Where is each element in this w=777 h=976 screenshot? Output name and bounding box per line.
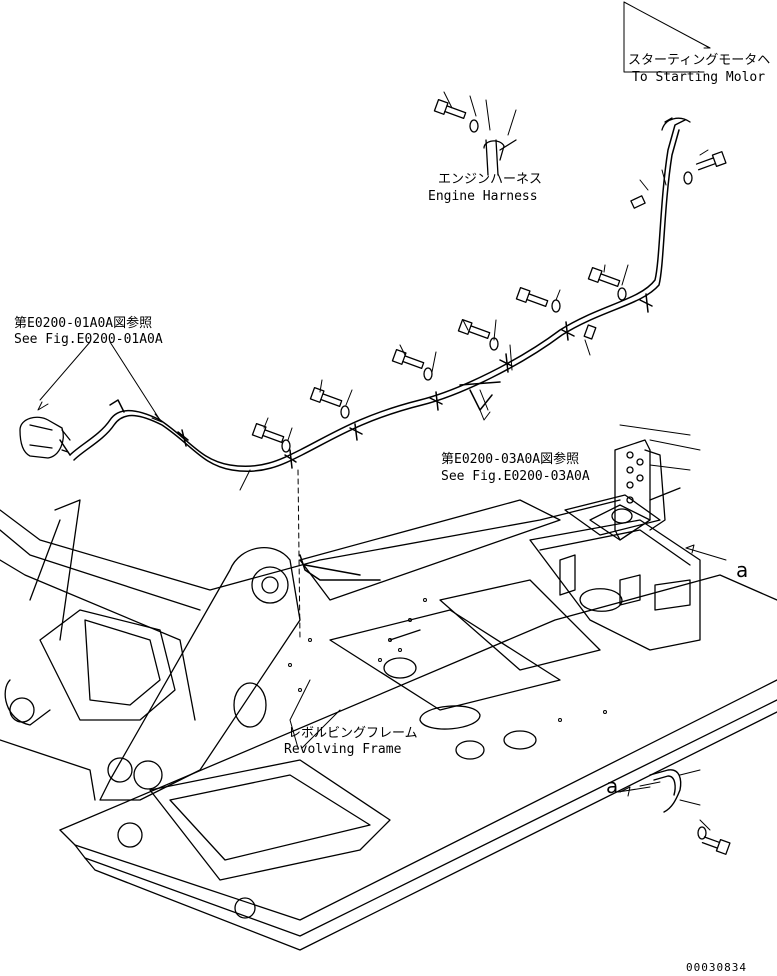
harness-connector [20,417,70,458]
harness-routing [60,120,685,640]
see-fig-03-label-en: See Fig.E0200-03A0A [441,469,590,484]
mounting-bracket [590,440,680,540]
lower-cable [650,770,681,812]
starting-motor-label-jp: スターティングモータヘ [628,53,771,68]
engine-harness-label-en: Engine Harness [428,189,538,204]
starting-motor-label-en: To Starting Molor [632,70,766,85]
bolts [252,100,730,855]
view-a-marker-lower: a [606,774,619,798]
drawing-id: 00030834 [686,961,747,974]
revolving-frame-label-jp: レボルビングフレーム [288,726,418,741]
view-a-marker-upper: a [736,558,749,582]
revolving-frame [0,495,777,950]
see-fig-01-label-en: See Fig.E0200-01A0A [14,332,163,347]
starting-motor-lead [662,118,690,130]
leader-lines [38,2,726,830]
revolving-frame-label-en: Revolving Frame [284,742,402,757]
engine-harness-bracket [484,140,516,175]
engine-harness-label-jp: エンジンハーネス [438,172,543,187]
see-fig-03-label-jp: 第E0200-03A0A図参照 [441,452,580,467]
see-fig-01-label-jp: 第E0200-01A0A図参照 [14,316,153,331]
